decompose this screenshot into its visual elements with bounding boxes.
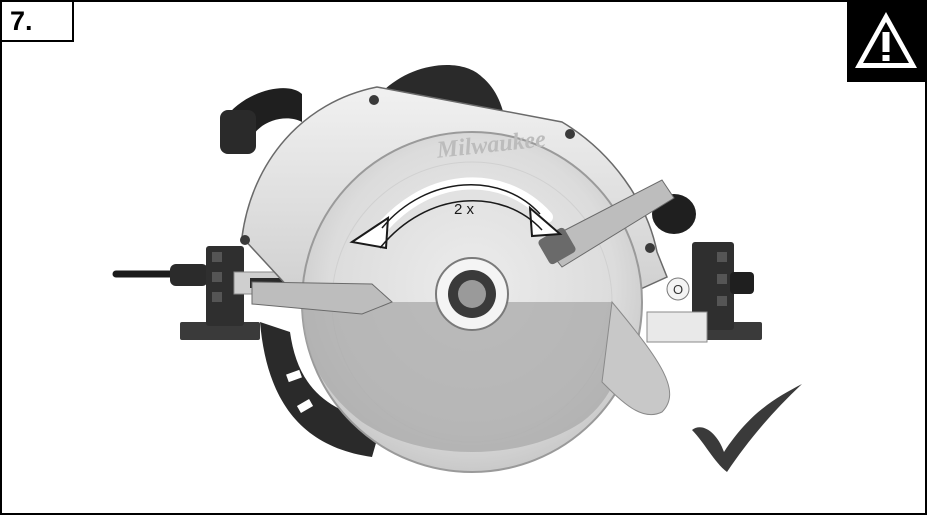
warning-badge bbox=[847, 2, 925, 82]
right-base-plate bbox=[646, 242, 762, 343]
bevel-mark: O bbox=[673, 282, 683, 297]
cord-strain-relief bbox=[170, 264, 208, 286]
checkmark-icon bbox=[692, 384, 802, 472]
screw bbox=[369, 95, 379, 105]
lower-guard bbox=[302, 302, 622, 452]
step-number-label: 7. bbox=[2, 2, 74, 42]
bevel-knob bbox=[666, 277, 690, 301]
warning-triangle-icon bbox=[855, 12, 917, 68]
rotation-count-label: 2 x bbox=[454, 201, 475, 218]
screw bbox=[565, 129, 575, 139]
rotation-double-arrow bbox=[349, 177, 563, 250]
guard-lever-left bbox=[251, 281, 393, 315]
screw bbox=[645, 243, 655, 253]
screw bbox=[240, 235, 250, 245]
